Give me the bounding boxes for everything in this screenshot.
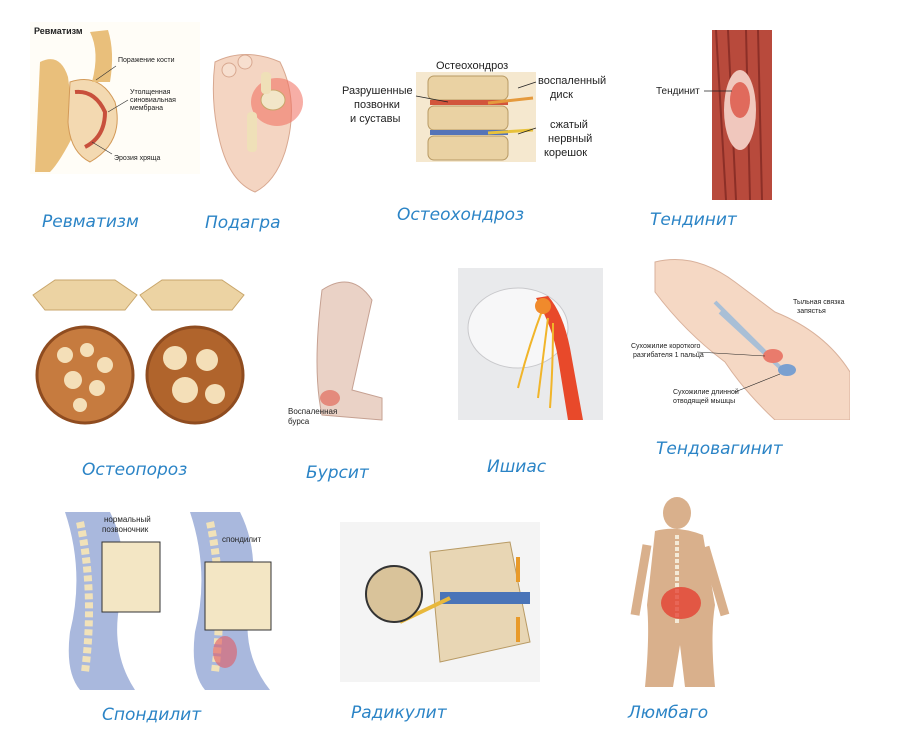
label-nerve-2: нервный bbox=[548, 133, 592, 145]
spondylitis-illustration: нормальный позвоночник спондилит bbox=[40, 512, 285, 690]
label-long-tendon-1: Сухожилие длинной bbox=[673, 388, 739, 396]
bursitis-illustration: Воспаленная бурса bbox=[282, 270, 400, 435]
radiculitis-illustration bbox=[340, 522, 540, 682]
label-membrane-3: мембрана bbox=[130, 104, 163, 112]
caption-bursitis: Бурсит bbox=[306, 463, 369, 483]
caption-lumbago: Люмбаго bbox=[628, 703, 709, 723]
caption-sciatica: Ишиас bbox=[487, 457, 547, 477]
label-destroyed-3: и суставы bbox=[350, 113, 400, 125]
lumbago-illustration bbox=[625, 495, 745, 687]
label-membrane-1: Утолщенная bbox=[130, 89, 171, 96]
osteochondrosis-illustration: Остеохондроз Разрушенные позвонки и суст… bbox=[338, 58, 610, 166]
label-normal-2: позвоночник bbox=[102, 525, 149, 534]
label-erosion: Эрозия хряща bbox=[114, 155, 160, 162]
sciatica-illustration bbox=[458, 268, 603, 420]
tenosynovitis-illustration: Тыльная связка запястья Сухожилие коротк… bbox=[625, 252, 850, 420]
label-nerve-3: корешок bbox=[544, 147, 587, 159]
label-normal-1: нормальный bbox=[104, 515, 151, 524]
caption-rheumatism: Ревматизм bbox=[42, 212, 139, 232]
label-spondylitis: спондилит bbox=[222, 535, 261, 544]
caption-tendinitis: Тендинит bbox=[650, 210, 737, 230]
label-disc-2: диск bbox=[550, 89, 573, 101]
label-ligament-2: запястья bbox=[797, 308, 826, 315]
caption-spondylitis: Спондилит bbox=[102, 705, 202, 725]
label-nerve-1: сжатый bbox=[550, 119, 588, 131]
label-disc-1: воспаленный bbox=[538, 75, 606, 87]
osteoporosis-illustration bbox=[25, 270, 255, 430]
rheumatism-title: Ревматизм bbox=[34, 26, 83, 36]
label-long-tendon-2: отводящей мышцы bbox=[673, 397, 735, 405]
caption-gout: Подагра bbox=[205, 213, 281, 233]
rheumatism-illustration: Ревматизм Поражение кости Утолщенная син… bbox=[30, 22, 200, 174]
label-tendinitis: Тендинит bbox=[656, 86, 700, 97]
label-destroyed-1: Разрушенные bbox=[342, 85, 413, 97]
label-bone: Поражение кости bbox=[118, 57, 175, 64]
label-short-tendon-1: Сухожилие короткого bbox=[631, 343, 701, 350]
gout-illustration bbox=[205, 42, 310, 194]
caption-osteochondrosis: Остеохондроз bbox=[397, 205, 525, 225]
label-short-tendon-2: разгибателя 1 пальца bbox=[633, 351, 704, 359]
label-membrane-2: синовиальная bbox=[130, 97, 176, 104]
label-ligament-1: Тыльная связка bbox=[793, 299, 845, 306]
caption-tenosynovitis: Тендовагинит bbox=[656, 439, 783, 459]
caption-osteoporosis: Остеопороз bbox=[82, 460, 188, 480]
label-bursa-1: Воспаленная bbox=[288, 407, 337, 416]
label-destroyed-2: позвонки bbox=[354, 99, 400, 111]
tendinitis-illustration: Тендинит bbox=[654, 30, 774, 200]
osteochondrosis-title: Остеохондроз bbox=[436, 60, 508, 72]
label-bursa-2: бурса bbox=[288, 417, 310, 426]
caption-radiculitis: Радикулит bbox=[351, 703, 447, 723]
